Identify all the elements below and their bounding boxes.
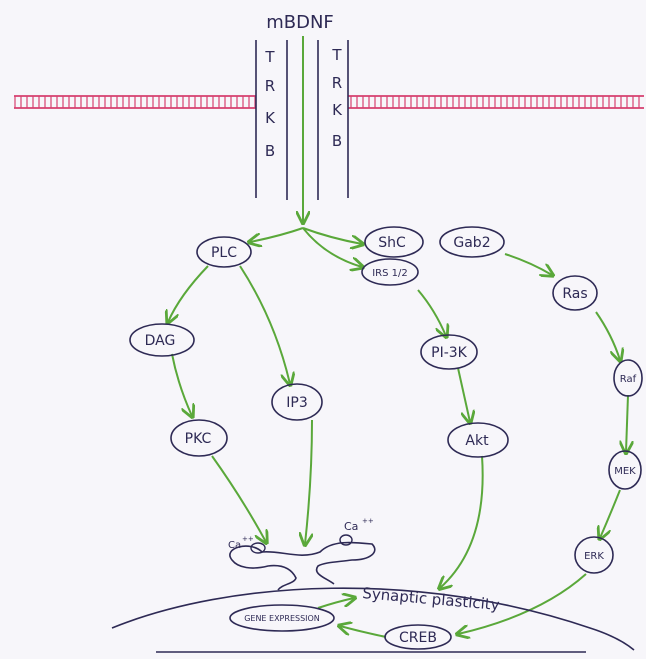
arrow-plc-to-ip3 <box>239 265 290 384</box>
nucleus-outline <box>111 587 635 653</box>
node-label-mek: MEK <box>614 466 636 477</box>
node-label-pi3k: PI-3K <box>431 345 468 361</box>
ca-right-charge: ++ <box>362 517 374 525</box>
ca-left-charge: ++ <box>242 535 254 543</box>
trkb-left-letter-3: K <box>265 109 276 127</box>
node-label-pkc: PKC <box>185 431 212 447</box>
cell-membrane <box>14 95 644 109</box>
node-pkc: PKC <box>170 419 228 457</box>
arrow-pi3k-to-akt <box>457 367 470 422</box>
node-label-creb: CREB <box>399 630 437 646</box>
ca-right-label: Ca <box>344 520 358 533</box>
node-label-irs: IRS 1/2 <box>372 268 408 279</box>
node-creb: CREB <box>384 624 452 650</box>
arrow-plc-to-dag <box>168 265 209 322</box>
trkb-left-letter-4: B <box>265 142 275 160</box>
node-plc: PLC <box>196 236 252 268</box>
trkb-receptor: T R K B T R K B <box>255 40 349 200</box>
node-pi3k: PI-3K <box>420 334 478 370</box>
node-label-ras: Ras <box>562 286 587 302</box>
node-label-akt: Akt <box>465 433 489 449</box>
arrow-dag-to-pkc <box>171 353 192 416</box>
node-label-dag: DAG <box>145 333 176 349</box>
node-label-gab2: Gab2 <box>453 235 490 251</box>
node-gab2: Gab2 <box>439 226 505 258</box>
trkb-right-letter-4: B <box>332 132 342 150</box>
node-irs: IRS 1/2 <box>361 258 419 286</box>
node-mek: MEK <box>608 450 642 490</box>
node-label-erk: ERK <box>584 551 604 562</box>
node-raf: Raf <box>613 359 643 397</box>
node-label-ip3: IP3 <box>286 395 307 411</box>
mbdnf-label: mBDNF <box>266 12 334 33</box>
arrow-to-irs <box>302 227 362 267</box>
arrow-erk-to-creb <box>458 573 587 634</box>
arrow-irs-to-pi3k <box>417 289 446 336</box>
node-ip3: IP3 <box>271 383 323 421</box>
node-gene-expression: GENE EXPRESSION <box>229 604 335 632</box>
arrow-pkc-to-er <box>211 455 266 542</box>
node-label-shc: ShC <box>378 235 406 251</box>
node-ras: Ras <box>552 275 598 311</box>
arrow-ras-to-raf <box>595 311 620 360</box>
node-label-raf: Raf <box>620 374 637 385</box>
trkb-right-letter-1: T <box>331 46 342 64</box>
arrow-mek-to-erk <box>600 489 621 538</box>
arrow-to-plc <box>250 227 304 242</box>
node-label-plc: PLC <box>211 245 237 261</box>
pathway-arrows <box>168 36 628 637</box>
trkb-right-letter-2: R <box>332 74 342 92</box>
trkb-left-letter-2: R <box>265 77 275 95</box>
arrow-creb-to-gene-expression <box>340 626 387 638</box>
trkb-right-letter-3: K <box>332 101 343 119</box>
node-dag: DAG <box>129 323 195 357</box>
arrow-gab2-to-ras <box>504 253 552 275</box>
node-erk: ERK <box>574 536 614 574</box>
node-shc: ShC <box>364 226 424 258</box>
ca-right-store <box>339 534 353 546</box>
node-akt: Akt <box>447 422 509 458</box>
arrow-akt-to-plasticity <box>440 455 484 588</box>
node-label-gene-expression: GENE EXPRESSION <box>244 614 320 623</box>
arrow-ip3-to-er <box>305 419 312 544</box>
arrow-to-shc <box>302 227 362 244</box>
arrow-raf-to-mek <box>626 394 628 452</box>
trkb-left-letter-1: T <box>264 48 275 66</box>
ca-left-label: Ca <box>228 540 241 551</box>
arrow-gene-expression-to-plasticity <box>317 598 354 609</box>
ca-left-store <box>250 542 266 554</box>
